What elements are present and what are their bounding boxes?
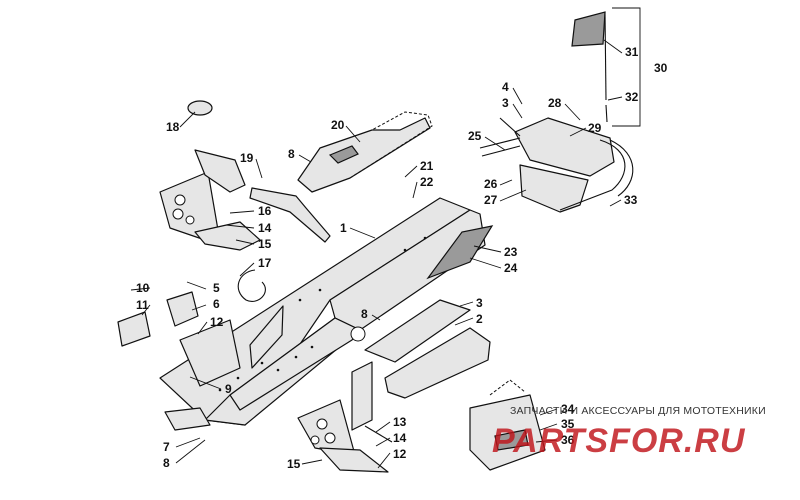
callout-14b: 14 [393, 431, 407, 445]
callout-20: 20 [331, 118, 345, 132]
callout-15b: 15 [287, 457, 301, 471]
callout-32: 32 [625, 90, 639, 104]
callout-25: 25 [468, 129, 482, 143]
callout-21: 21 [420, 159, 434, 173]
callout-10: 10 [136, 281, 150, 295]
callout-22: 22 [420, 175, 434, 189]
small-bracket [164, 407, 211, 431]
callout-30: 30 [654, 61, 668, 75]
callout-6: 6 [213, 297, 220, 311]
rear-panel [351, 299, 491, 431]
callout-33: 33 [624, 193, 638, 207]
callout-18: 18 [166, 120, 180, 134]
callout-12a: 12 [210, 315, 224, 329]
watermark: ЗАПЧАСТИ И АКСЕССУАРЫ ДЛЯ МОТОТЕХНИКИ PA… [492, 405, 766, 460]
callout-29: 29 [588, 121, 602, 135]
cable-part [237, 269, 266, 302]
callout-17: 17 [258, 256, 272, 270]
side-box [469, 379, 546, 471]
callout-labels: 1 2 3 3 4 5 6 7 8 8 8 9 10 11 12 12 13 1… [136, 45, 668, 471]
callout-35: 35 [561, 417, 575, 431]
callout-31: 31 [625, 45, 639, 59]
callout-3b: 3 [502, 96, 509, 110]
callout-1: 1 [340, 221, 347, 235]
callout-12b: 12 [393, 447, 407, 461]
callout-8c: 8 [163, 456, 170, 470]
rear-rack [479, 117, 634, 213]
watermark-caption: ЗАПЧАСТИ И АКСЕССУАРЫ ДЛЯ МОТОТЕХНИКИ [510, 405, 766, 417]
callout-9: 9 [225, 382, 232, 396]
callout-13: 13 [393, 415, 407, 429]
leader-lines [130, 39, 623, 469]
callout-8b: 8 [361, 307, 368, 321]
callout-26: 26 [484, 177, 498, 191]
callout-28: 28 [548, 96, 562, 110]
callout-7: 7 [163, 440, 170, 454]
callout-8a: 8 [288, 147, 295, 161]
callout-3a: 3 [476, 296, 483, 310]
flag-assembly [571, 7, 641, 127]
callout-23: 23 [504, 245, 518, 259]
front-bumper [117, 291, 241, 387]
watermark-logo: PARTSFOR.RU [492, 422, 746, 460]
callout-15a: 15 [258, 237, 272, 251]
callout-11: 11 [136, 298, 149, 312]
callout-24: 24 [504, 261, 518, 275]
handle-assembly [249, 111, 433, 243]
ring-part [187, 100, 213, 116]
callout-19: 19 [240, 151, 254, 165]
front-bracket [159, 149, 261, 251]
callout-5: 5 [213, 281, 220, 295]
callout-14a: 14 [258, 221, 272, 235]
callout-16: 16 [258, 204, 272, 218]
callout-2: 2 [476, 312, 483, 326]
callout-36: 36 [561, 433, 575, 447]
callout-4: 4 [502, 80, 509, 94]
callout-27: 27 [484, 193, 498, 207]
foot-board [297, 399, 393, 473]
callout-34: 34 [561, 402, 575, 416]
